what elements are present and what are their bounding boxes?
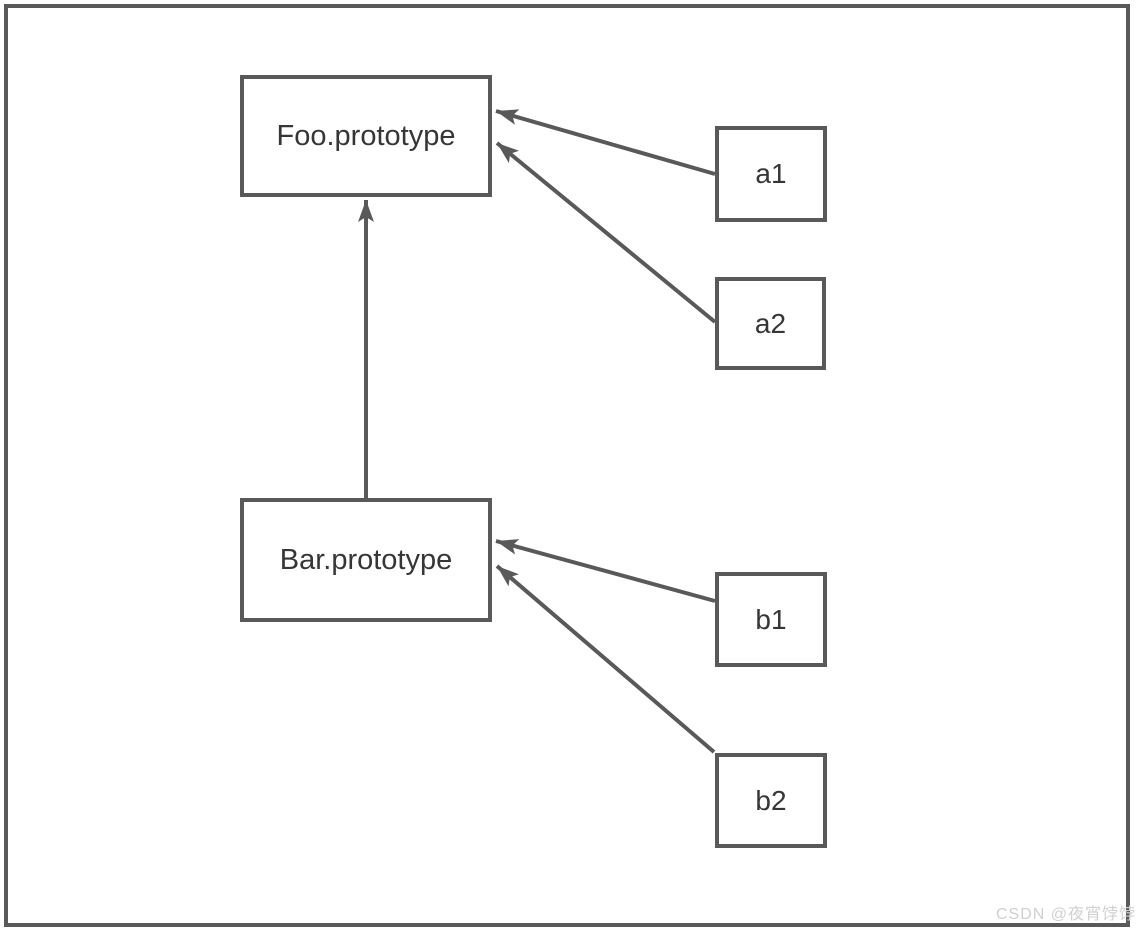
node-a2-label: a2 — [754, 307, 787, 339]
node-foo-prototype: Foo.prototype — [240, 75, 492, 197]
watermark: CSDN @夜宵饽饽 — [995, 906, 1136, 923]
edge-a2-to-foo-arrow — [495, 141, 717, 324]
edge-a1-to-foo-arrow — [495, 109, 716, 176]
node-b1-label: b1 — [755, 603, 787, 635]
node-a2: a2 — [715, 277, 826, 370]
node-b2: b2 — [715, 753, 827, 848]
edge-b2-to-bar-arrow — [495, 564, 716, 754]
edge-b1-to-bar-arrow — [495, 539, 716, 603]
node-foo-prototype-label: Foo.prototype — [276, 119, 456, 152]
outer-frame — [4, 4, 1130, 927]
node-bar-prototype: Bar.prototype — [240, 498, 492, 622]
node-a1-label: a1 — [755, 158, 787, 189]
node-b1: b1 — [715, 572, 827, 667]
node-b2-label: b2 — [755, 784, 787, 816]
node-a1: a1 — [715, 126, 827, 222]
node-bar-prototype-label: Bar.prototype — [279, 543, 453, 576]
